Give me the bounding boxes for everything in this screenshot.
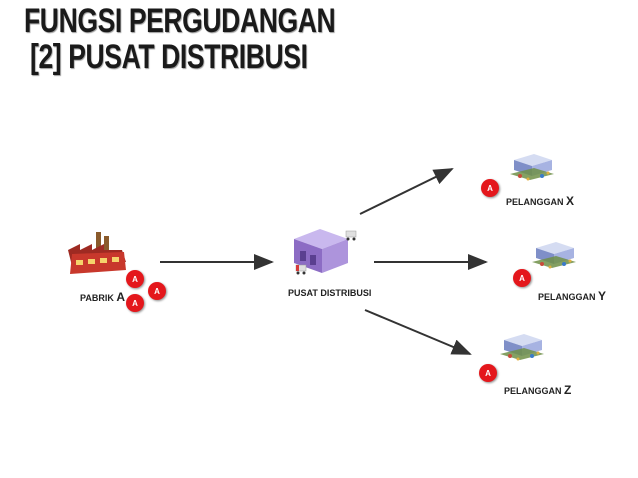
- factory-badge: A: [148, 282, 166, 300]
- slide-subtitle: [2] PUSAT DISTRIBUSI: [30, 38, 308, 76]
- factory-label: PABRIK A: [80, 290, 126, 304]
- customer-label-y: PELANGGAN Y: [538, 289, 607, 303]
- customer-badge-x: A: [481, 179, 499, 197]
- arrow-center-to-x: [359, 168, 454, 215]
- customer-label-x: PELANGGAN X: [506, 194, 575, 208]
- factory-badge: A: [126, 270, 144, 288]
- arrow-center-to-z: [364, 309, 472, 355]
- distribution-center-icon: [294, 229, 357, 275]
- slide-title: FUNGSI PERGUDANGAN: [24, 2, 336, 40]
- customer-building-icon: [510, 154, 554, 181]
- customer-badge-y: A: [513, 269, 531, 287]
- customer-building-icon: [500, 334, 544, 361]
- customer-building-icon: [532, 242, 576, 269]
- factory-badge: A: [126, 294, 144, 312]
- center-label: PUSAT DISTRIBUSI: [288, 288, 372, 298]
- customer-badge-z: A: [479, 364, 497, 382]
- factory-icon: [68, 232, 126, 274]
- customer-label-z: PELANGGAN Z: [504, 383, 572, 397]
